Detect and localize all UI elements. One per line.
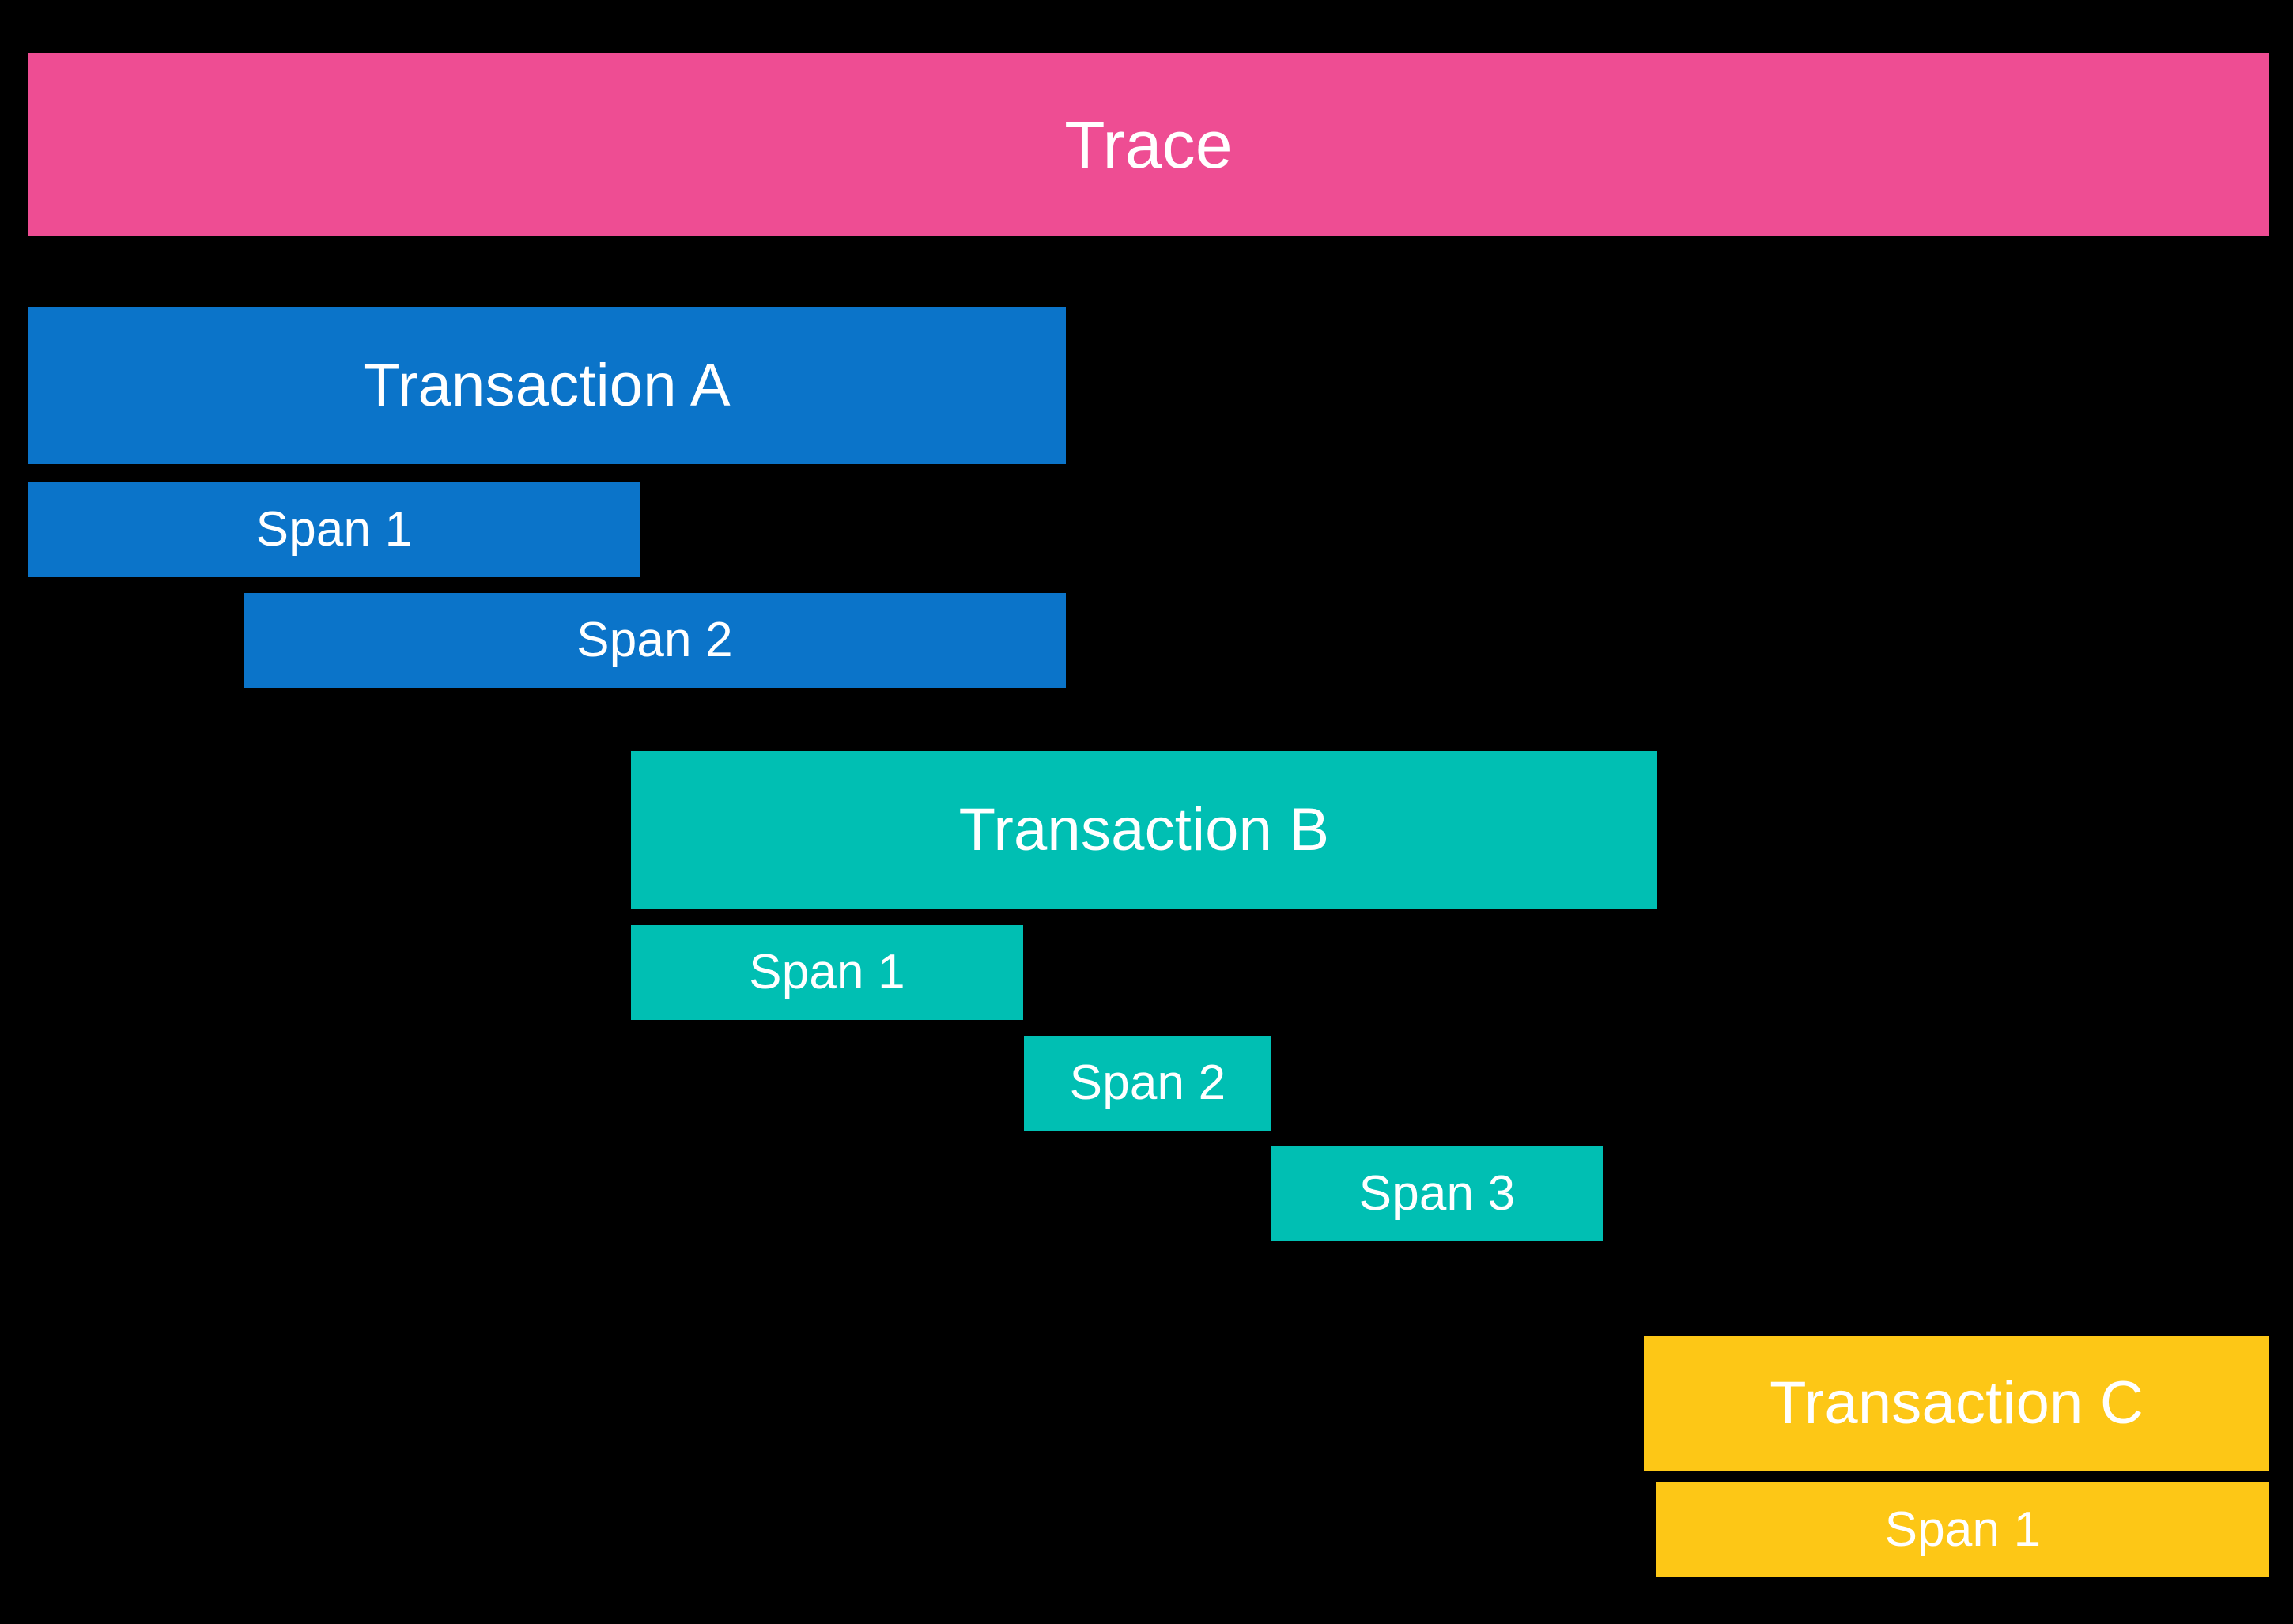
bar-transaction-c: Transaction C — [1644, 1336, 2269, 1471]
trace-label: Trace — [1064, 107, 1233, 182]
transaction-a-span-1-label: Span 1 — [255, 502, 413, 557]
bar-transaction-a: Transaction A — [28, 307, 1066, 464]
transaction-c-span-1-label: Span 1 — [1884, 1502, 2042, 1557]
bar-transaction-c-span-1: Span 1 — [1656, 1482, 2269, 1577]
transaction-b-span-3-label: Span 3 — [1358, 1166, 1516, 1221]
transaction-b-span-1-label: Span 1 — [749, 945, 905, 999]
bar-transaction-a-span-1: Span 1 — [28, 482, 640, 577]
transaction-b-span-2-label: Span 2 — [1069, 1056, 1226, 1110]
bar-transaction-a-span-2: Span 2 — [244, 593, 1066, 688]
bar-transaction-b-span-2: Span 2 — [1024, 1036, 1271, 1131]
transaction-a-label: Transaction A — [363, 351, 731, 419]
bar-transaction-b: Transaction B — [631, 751, 1657, 909]
bar-trace: Trace — [28, 53, 2269, 236]
transaction-a-span-2-label: Span 2 — [576, 613, 733, 667]
bar-transaction-b-span-1: Span 1 — [631, 925, 1023, 1020]
bar-transaction-b-span-3: Span 3 — [1271, 1146, 1603, 1241]
transaction-c-label: Transaction C — [1770, 1369, 2144, 1437]
transaction-b-label: Transaction B — [958, 796, 1330, 863]
